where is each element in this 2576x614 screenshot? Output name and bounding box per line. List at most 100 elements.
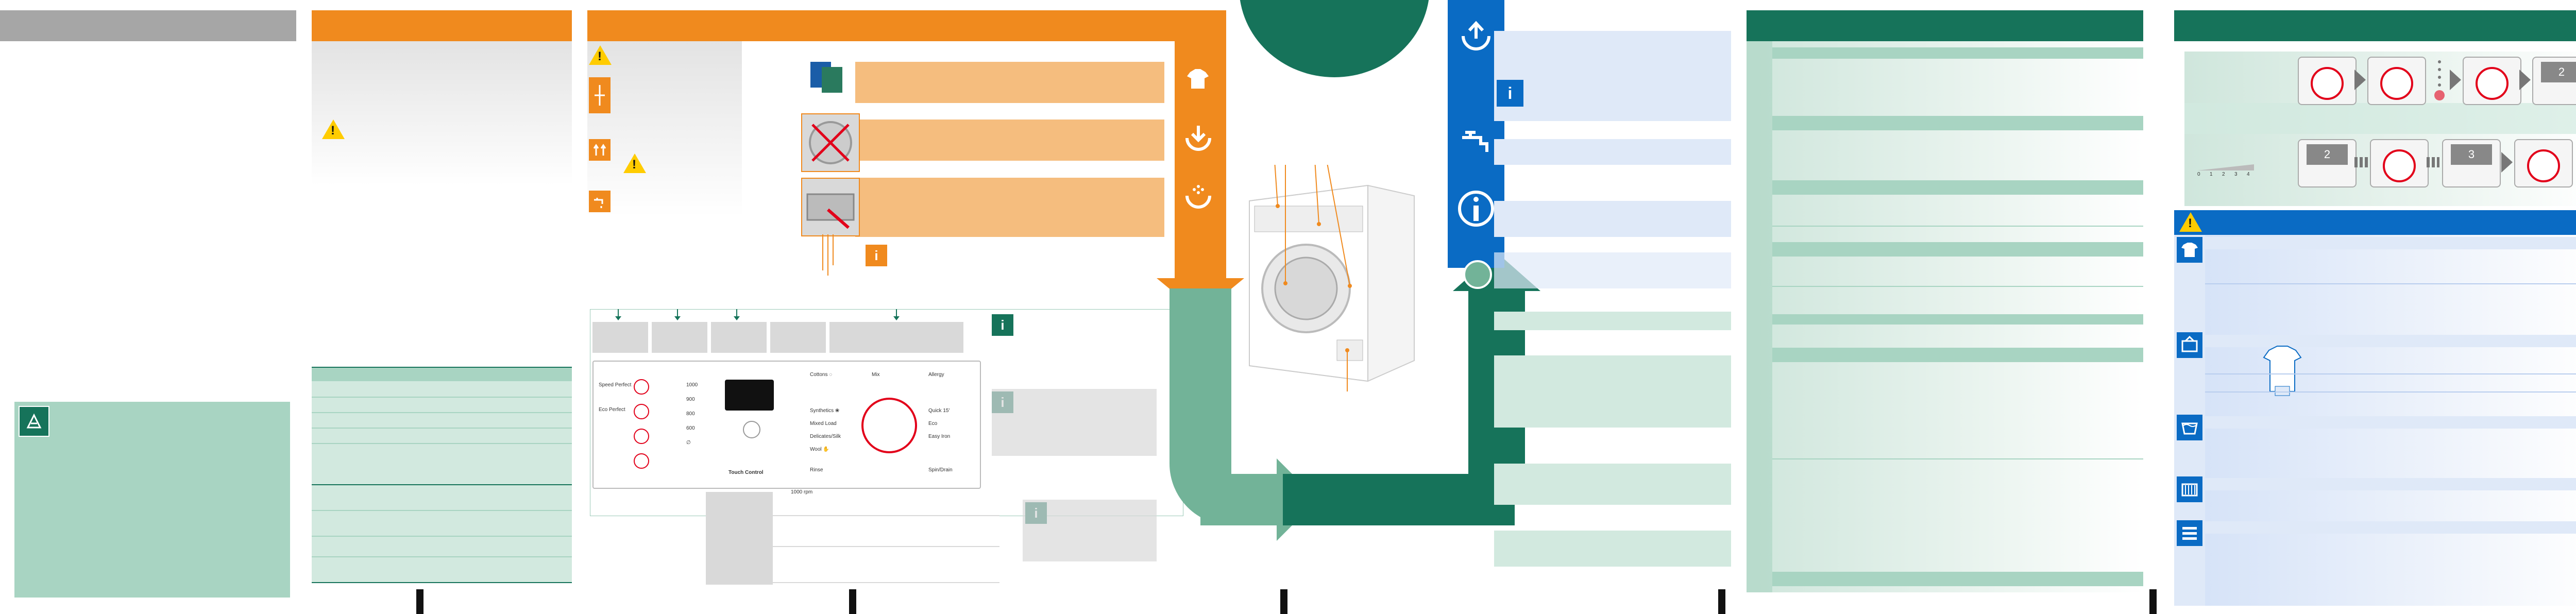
scale-value: 3 bbox=[2234, 172, 2238, 177]
page-fold-mark bbox=[416, 589, 423, 614]
info-box bbox=[992, 389, 1157, 456]
scale-value: 0 bbox=[2197, 172, 2200, 177]
appliance-control-panel: Speed Perfect Eco Perfect 1000 900 800 6… bbox=[592, 361, 981, 489]
table-row bbox=[312, 397, 572, 398]
start-button[interactable] bbox=[743, 421, 760, 438]
panel-7: 2 0 1 2 3 4 2 3 ! bbox=[2174, 0, 2576, 614]
lift-icon bbox=[589, 139, 611, 161]
rpm-value: 800 bbox=[686, 411, 695, 417]
program-label: Allergy bbox=[928, 372, 944, 378]
safety-box: ! bbox=[312, 41, 572, 185]
load-icon bbox=[1178, 117, 1219, 159]
spin-rpm-label: 1000 rpm bbox=[791, 489, 813, 495]
info-icon: i bbox=[992, 314, 1013, 336]
label-box bbox=[770, 322, 826, 353]
panel-3-header bbox=[587, 10, 1226, 41]
panel-6 bbox=[1747, 0, 2143, 614]
option-button[interactable] bbox=[634, 453, 649, 469]
warning-icon: ! bbox=[322, 120, 345, 139]
blue-row bbox=[2205, 478, 2576, 490]
program-label: Eco bbox=[928, 421, 938, 427]
info-row bbox=[1494, 139, 1731, 165]
program-label: Synthetics ❀ bbox=[810, 408, 840, 414]
label-box bbox=[829, 322, 963, 353]
program-label: Delicates/Silk bbox=[810, 434, 841, 439]
table-row bbox=[773, 582, 999, 583]
info-circle-icon bbox=[1453, 185, 1499, 232]
tap-icon bbox=[589, 191, 611, 212]
step-dashes bbox=[2427, 157, 2439, 167]
scale-value: 4 bbox=[2247, 172, 2250, 177]
detergent-icon bbox=[1178, 175, 1219, 216]
care-row bbox=[1494, 312, 1731, 330]
blue-row bbox=[2205, 416, 2576, 429]
table-row bbox=[2205, 391, 2576, 393]
care-row bbox=[1494, 531, 1731, 567]
table-row bbox=[1772, 458, 2143, 459]
care-label-icon bbox=[2177, 332, 2202, 358]
care-row bbox=[1494, 355, 1731, 428]
warning-icon: ! bbox=[589, 45, 612, 65]
table-row bbox=[312, 428, 572, 429]
step-display: 3 bbox=[2442, 139, 2501, 187]
step-bar-load bbox=[855, 120, 1164, 161]
step-dial bbox=[2367, 57, 2426, 105]
table-header bbox=[312, 368, 572, 381]
washing-temp-icon bbox=[2177, 415, 2202, 440]
rpm-value: 900 bbox=[686, 397, 695, 402]
table-row bbox=[1772, 226, 2143, 227]
step-bar-detergent bbox=[855, 178, 1164, 237]
ecoperfect-button[interactable] bbox=[634, 404, 649, 419]
program-label: Cottons ◌ bbox=[810, 372, 833, 378]
step-display: 2 bbox=[2532, 57, 2576, 105]
step-dial bbox=[2298, 57, 2357, 105]
step-display: 2 bbox=[2298, 139, 2357, 187]
panel-1 bbox=[0, 0, 423, 614]
callout-lines bbox=[822, 234, 837, 276]
rpm-value: 1000 bbox=[686, 382, 698, 388]
table-body bbox=[312, 381, 572, 582]
table-row bbox=[1772, 286, 2143, 287]
transport-bolt-icon bbox=[589, 77, 611, 113]
page-fold-mark bbox=[1280, 589, 1287, 614]
top-semicircle bbox=[1239, 0, 1430, 77]
scale-value: 1 bbox=[2210, 172, 2213, 177]
table-section-header bbox=[1772, 348, 2143, 362]
touch-control-label: Touch Control bbox=[728, 470, 764, 475]
scale-value: 2 bbox=[2222, 172, 2225, 177]
table-section-header bbox=[1772, 572, 2143, 586]
info-icon: i bbox=[866, 245, 887, 266]
table-row bbox=[2205, 283, 2576, 284]
display-screen bbox=[725, 380, 774, 411]
warning-icon: ! bbox=[2179, 212, 2202, 232]
label-box bbox=[711, 322, 767, 353]
panel-6-header bbox=[1747, 10, 2143, 41]
table-row bbox=[312, 556, 572, 557]
program-label: Spin/Drain bbox=[928, 467, 953, 473]
shirt-icon bbox=[2177, 237, 2202, 263]
flow-arrow-mint-horizontal bbox=[1200, 474, 1278, 525]
table-row bbox=[312, 510, 572, 511]
steps-box-row bbox=[2184, 103, 2576, 134]
tap-icon bbox=[1450, 118, 1502, 165]
pointer-arrows bbox=[592, 309, 963, 322]
table-section-header bbox=[1772, 47, 2143, 59]
panel-2-header bbox=[312, 10, 572, 41]
option-button[interactable] bbox=[634, 429, 649, 444]
speedperfect-button[interactable] bbox=[634, 379, 649, 395]
blue-row bbox=[2205, 521, 2576, 534]
table-top-line bbox=[312, 367, 572, 368]
program-dial[interactable] bbox=[861, 398, 917, 453]
menu-icon bbox=[2177, 520, 2202, 546]
table-section-header bbox=[1772, 116, 2143, 130]
step-dashes bbox=[2354, 157, 2370, 167]
info-icon: i bbox=[1497, 80, 1523, 107]
callout-table bbox=[706, 492, 773, 585]
table-row bbox=[312, 536, 572, 537]
page-fold-mark bbox=[2149, 589, 2157, 614]
label-box bbox=[652, 322, 707, 353]
step-dial bbox=[2514, 139, 2573, 187]
laundry-sort-icon bbox=[806, 52, 848, 98]
program-label: Easy Iron bbox=[928, 434, 951, 439]
table-left-band bbox=[1747, 41, 1772, 592]
